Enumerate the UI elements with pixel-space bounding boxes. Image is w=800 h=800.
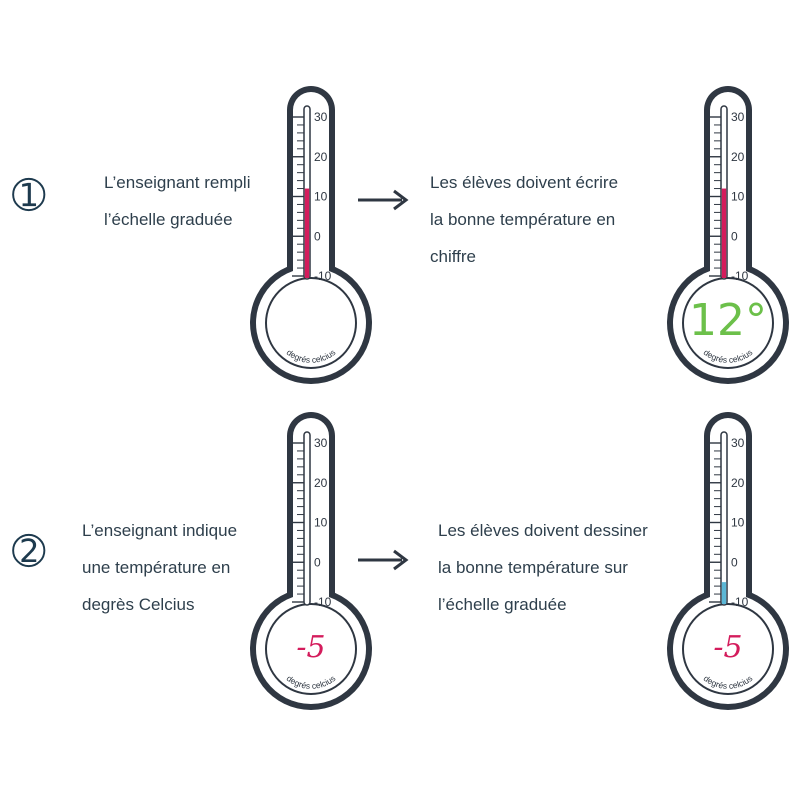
step-2-teacher-caption: L’enseignant indique une température en … <box>82 512 237 623</box>
scale-label: 0 <box>731 229 738 243</box>
scale-label: 20 <box>731 476 745 490</box>
step-1-teacher-line-1: L’enseignant rempli <box>104 173 251 192</box>
step-1-student-line-1: Les élèves doivent écrire <box>430 173 619 192</box>
scale-label: 30 <box>731 436 745 450</box>
bulb-value: 12° <box>689 295 767 346</box>
step-2-teacher-line-3: degrès Celcius <box>82 595 195 614</box>
scale-label: 20 <box>314 476 328 490</box>
bulb-value: -5 <box>713 630 742 665</box>
thermometer-tube <box>303 431 311 606</box>
scale-label: 0 <box>731 555 738 569</box>
thermometer-level <box>721 582 727 604</box>
step-1-student-line-2: la bonne température en <box>430 210 616 229</box>
step-1-teacher-line-2: l’échelle graduée <box>104 210 233 229</box>
scale-label: 10 <box>731 190 745 204</box>
scale-label: 10 <box>731 516 745 530</box>
scale-label: 0 <box>314 229 321 243</box>
scale-label: -10 <box>314 269 332 283</box>
step-2-student-line-2: la bonne température sur <box>438 558 628 577</box>
scale-label: 20 <box>731 150 745 164</box>
step-1-teacher-caption: L’enseignant rempli l’échelle graduée <box>104 164 250 238</box>
step-2-student-line-3: l’échelle graduée <box>438 595 567 614</box>
thermometer-tube <box>720 431 728 606</box>
thermometer-bulb <box>682 603 774 695</box>
step-1-student-line-3: chiffre <box>430 247 476 266</box>
scale-label: 10 <box>314 516 328 530</box>
thermometer-level <box>721 188 727 278</box>
step-1-number: ➀ <box>12 173 46 219</box>
thermometer-bulb <box>682 277 774 369</box>
scale-label: 30 <box>731 110 745 124</box>
step-2-number: ➁ <box>12 529 46 575</box>
step-1-student-caption: Les élèves doivent écrire la bonne tempé… <box>430 164 618 275</box>
step-2-student-line-1: Les élèves doivent dessiner <box>438 521 648 540</box>
step-2-arrow-icon <box>358 549 409 571</box>
bulb-value: -5 <box>296 630 325 665</box>
step-2-teacher-line-2: une température en <box>82 558 231 577</box>
scale-label: -10 <box>731 269 749 283</box>
thermometer-bulb <box>265 277 357 369</box>
scale-label: 0 <box>314 555 321 569</box>
thermometer-bulb <box>265 603 357 695</box>
step-2-student-caption: Les élèves doivent dessiner la bonne tem… <box>438 512 648 623</box>
thermometer-level <box>304 188 310 278</box>
step-2-teacher-line-1: L’enseignant indique <box>82 521 238 540</box>
scale-label: 30 <box>314 436 328 450</box>
scale-label: 30 <box>314 110 328 124</box>
scale-label: 20 <box>314 150 328 164</box>
scale-label: -10 <box>314 595 332 609</box>
scale-label: 10 <box>314 190 328 204</box>
scale-label: -10 <box>731 595 749 609</box>
step-1-arrow-icon <box>358 189 409 211</box>
